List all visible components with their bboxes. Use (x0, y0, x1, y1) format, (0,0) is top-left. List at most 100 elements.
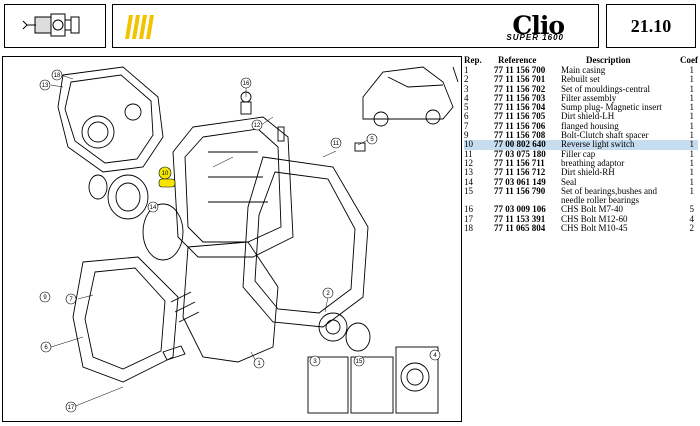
table-row[interactable]: 6 77 11 156 705 Dirt shield-LH 1 (464, 111, 698, 122)
description-cell: Main casing (561, 65, 606, 75)
svg-text:15: 15 (356, 359, 363, 365)
parts-table-header: Rep. Reference Description Coef (464, 56, 698, 66)
reference-cell: 77 11 156 704 (494, 102, 546, 113)
svg-text:6: 6 (44, 345, 48, 351)
svg-text:17: 17 (68, 405, 75, 411)
rep-cell: 18 (464, 223, 473, 234)
coef-cell: 1 (689, 111, 695, 122)
reference-cell: 77 11 156 711 (494, 157, 545, 168)
rep-cell: 6 (464, 111, 469, 122)
coef-cell: 1 (689, 167, 695, 178)
rep-cell: 16 (464, 204, 473, 215)
reference-cell: 77 03 075 180 (494, 148, 546, 159)
reverse-light-switch-part[interactable] (158, 178, 176, 188)
coef-cell: 1 (689, 148, 695, 159)
callout-17[interactable]: 17 (65, 401, 77, 413)
coef-cell: 1 (689, 176, 695, 187)
callout-15[interactable]: 15 (353, 355, 365, 367)
description-cell: Filter assembly (561, 92, 617, 103)
table-row[interactable]: 16 77 03 009 106 CHS Bolt M7-40 5 (464, 204, 698, 215)
reference-cell: 77 11 156 700 (494, 65, 546, 75)
callout-18[interactable]: 18 (51, 69, 63, 81)
description-cell: CHS Bolt M12-60 (561, 213, 628, 224)
exploded-diagram: 13 18 16 12 11 5 10 14 7 6 9 17 1 2 3 4 … (2, 56, 462, 422)
rep-cell: 15 (464, 185, 473, 196)
callout-13[interactable]: 13 (39, 79, 51, 91)
svg-text:2: 2 (326, 291, 330, 297)
page-number: 21.10 (606, 4, 696, 48)
callout-12[interactable]: 12 (251, 119, 263, 131)
table-row[interactable]: 13 77 11 156 712 Dirt shield-RH 1 (464, 167, 698, 178)
reference-cell: 77 11 156 708 (494, 130, 546, 141)
description-cell: Dirt shield-LH (561, 111, 615, 122)
reference-cell: 77 11 156 702 (494, 83, 546, 94)
description-cell: Bolt-Clutch shaft spacer (561, 130, 649, 141)
callout-9[interactable]: 9 (39, 291, 51, 303)
coef-cell: 1 (689, 130, 695, 141)
rep-cell: 12 (464, 157, 473, 168)
reference-cell: 77 11 156 705 (494, 111, 546, 122)
callout-7[interactable]: 7 (65, 293, 77, 305)
callout-11[interactable]: 11 (330, 137, 342, 149)
svg-text:10: 10 (162, 171, 169, 177)
svg-text:4: 4 (433, 353, 437, 359)
callout-4[interactable]: 4 (429, 349, 441, 361)
section-thumbnail[interactable] (4, 4, 106, 48)
rep-cell: 3 (464, 83, 469, 94)
parts-list: Rep. Reference Description Coef 1 77 11 1… (464, 56, 700, 233)
coef-cell: 5 (689, 204, 695, 215)
coef-cell: 1 (689, 157, 695, 168)
description-cell: Dirt shield-RH (561, 167, 615, 178)
reference-cell: 77 11 156 712 (494, 167, 546, 178)
rep-cell: 4 (464, 92, 469, 103)
rep-cell: 10 (464, 140, 488, 150)
brand-logo-subtext: SUPER 1600 (506, 33, 564, 42)
coef-cell: 1 (689, 102, 695, 113)
coef-cell: 1 (689, 92, 695, 103)
coef-cell: 1 (689, 185, 695, 196)
callout-6[interactable]: 6 (40, 341, 52, 353)
col-rep: Rep. (464, 55, 482, 66)
rep-cell: 2 (464, 74, 469, 85)
description-cell: CHS Bolt M7-40 (561, 204, 624, 215)
reference-cell: 77 00 802 640 (488, 140, 558, 150)
callout-3[interactable]: 3 (309, 355, 321, 367)
reference-cell: 77 11 156 701 (494, 74, 546, 85)
exploded-diagram-drawing: 13 18 16 12 11 5 10 14 7 6 9 17 1 2 3 4 … (39, 66, 459, 414)
col-reference: Reference (498, 55, 537, 66)
rep-cell: 13 (464, 167, 473, 178)
svg-text:7: 7 (69, 297, 73, 303)
rep-cell: 9 (464, 130, 469, 141)
reference-cell: 77 03 061 149 (494, 176, 546, 187)
description-cell: Set of mouldings-central (561, 83, 650, 94)
svg-text:11: 11 (333, 141, 340, 147)
callout-10[interactable]: 10 (158, 166, 172, 180)
callout-14[interactable]: 14 (147, 201, 159, 213)
callout-5[interactable]: 5 (366, 133, 378, 145)
reference-cell: 77 11 156 706 (494, 120, 546, 131)
reference-cell: 77 03 009 106 (494, 204, 546, 215)
table-row[interactable]: 9 77 11 156 708 Bolt-Clutch shaft spacer 1 (464, 130, 698, 141)
col-coef: Coef (680, 55, 698, 66)
callout-1[interactable]: 1 (253, 357, 265, 369)
callout-2[interactable]: 2 (322, 287, 334, 299)
coef-cell: 1 (689, 74, 695, 85)
description-cell: Rebuilt set (561, 74, 600, 85)
svg-text:1: 1 (257, 361, 261, 367)
callout-16[interactable]: 16 (240, 77, 252, 89)
description-cell: Seal (561, 176, 577, 187)
svg-text:5: 5 (370, 137, 374, 143)
table-row[interactable]: 2 77 11 156 701 Rebuilt set 1 (464, 74, 698, 85)
